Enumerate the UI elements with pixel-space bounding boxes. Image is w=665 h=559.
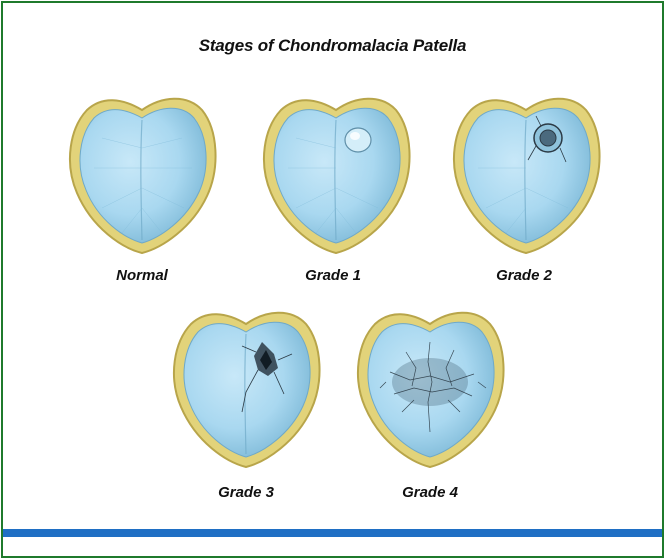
patella-grade-1-illustration xyxy=(256,88,416,258)
stage-label-grade-4: Grade 4 xyxy=(360,484,500,501)
stage-label-grade-2: Grade 2 xyxy=(454,267,594,284)
stage-label-grade-3: Grade 3 xyxy=(176,484,316,501)
stage-label-normal: Normal xyxy=(72,267,212,284)
footer-accent-bar xyxy=(3,529,662,537)
patella-grade-4-illustration xyxy=(350,302,510,472)
patella-normal-illustration xyxy=(62,88,222,258)
stage-label-grade-1: Grade 1 xyxy=(263,267,403,284)
patella-grade-3-illustration xyxy=(166,302,326,472)
patella-grade-2-illustration xyxy=(446,88,606,258)
figure-title: Stages of Chondromalacia Patella xyxy=(0,36,665,56)
